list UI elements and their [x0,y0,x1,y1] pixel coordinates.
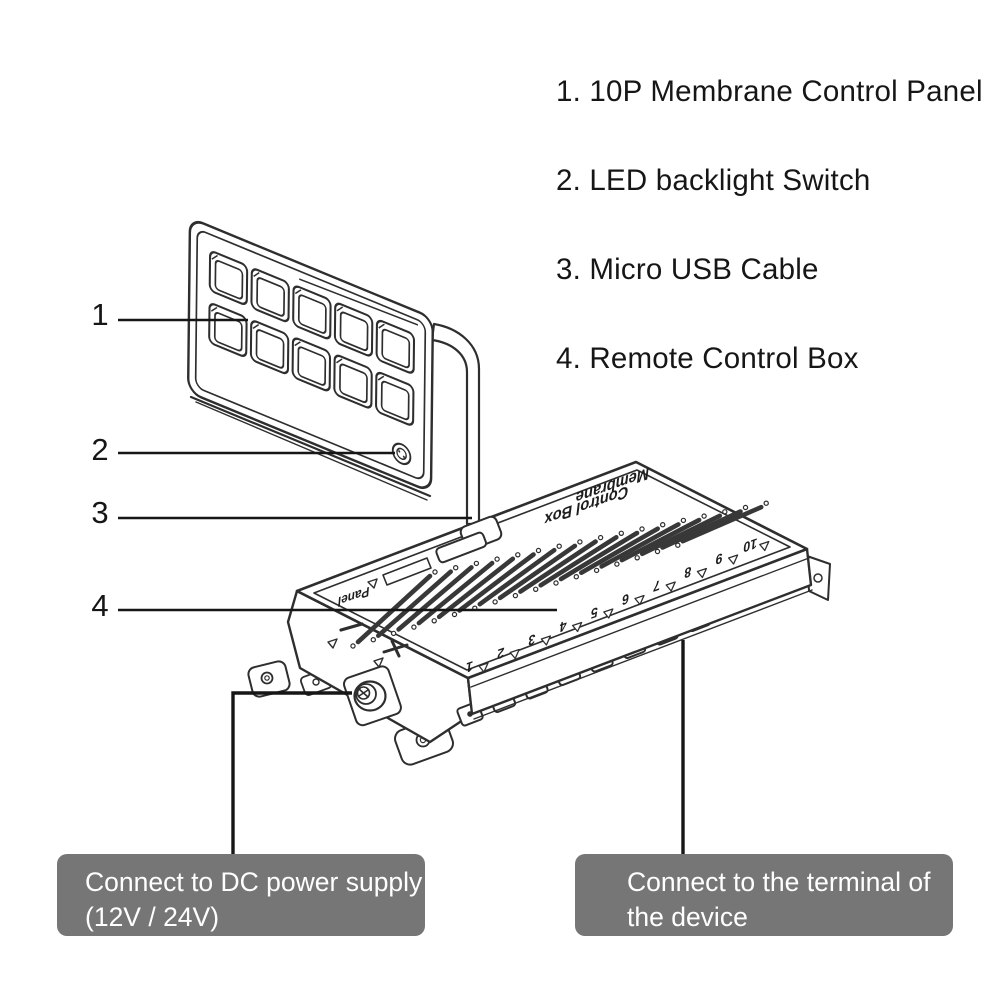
membrane-control-panel [187,220,434,501]
terminal-number: 8 [683,563,692,581]
terminal-arrow-icon [634,594,645,606]
terminal-arrow-icon [478,662,489,673]
terminal-note-line2: the device [627,902,748,932]
terminal-number: 2 [496,644,505,662]
led-backlight-switch [391,442,412,466]
legend-item-2: 2. LED backlight Switch [556,164,871,197]
panel-button [291,337,332,392]
terminal-arrow-icon [727,554,739,565]
panel-buttons [208,251,416,426]
terminal-number: 3 [527,631,536,649]
power-note-box: Connect to DC power supply (12V / 24V) [57,854,425,936]
power-note-line2: (12V / 24V) [85,902,220,932]
terminal-arrow-icon [571,621,583,633]
callout-marker-1: 1 [91,297,109,332]
back-notch [382,557,432,586]
panel-button [333,354,373,409]
power-note-line1: Connect to DC power supply [85,867,423,897]
terminal-number: 10 [742,535,758,555]
panel-button [333,302,374,357]
legend-item-3: 3. Micro USB Cable [556,253,819,286]
legend-item-4: 4. Remote Control Box [556,342,859,375]
panel-port-arrow-icon [367,578,378,589]
terminal-arrow-icon [759,540,770,552]
callout-marker-4: 4 [91,588,109,623]
polarity-symbols [327,622,409,668]
callout-marker-3: 3 [91,495,109,530]
terminal-number: 5 [590,604,599,622]
panel-button [375,371,415,426]
terminal-note-box: Connect to the terminal of the device [575,854,953,936]
terminal-number: 4 [559,617,568,635]
dc-power-connector [343,665,402,727]
micro-usb-cable [430,322,503,564]
terminal-arrow-icon [603,608,614,619]
terminal-arrow-icon [696,567,708,579]
terminal-number: 6 [621,590,630,608]
terminal-number: 1 [465,658,474,676]
callout-lines [118,318,685,854]
panel-button [208,303,248,357]
panel-button [250,268,290,323]
terminal-note-line1: Connect to the terminal of [627,867,931,897]
panel-button [375,319,416,374]
mounting-ear-left-top [247,660,291,698]
power-note-line [231,691,352,854]
panel-button [249,320,290,375]
terminal-arrow-icon [509,648,520,660]
panel-button [292,285,332,340]
callout-marker-2: 2 [91,432,109,467]
terminal-number: 7 [652,577,660,595]
vent-slots [350,500,769,649]
terminal-number: 9 [715,550,724,568]
box-rim [313,469,791,671]
terminal-number-labels: 1 2 3 4 5 6 7 8 9 10 [465,535,770,676]
panel-button [208,251,249,305]
usb-connector [435,515,503,564]
legend-item-1: 1. 10P Membrane Control Panel [556,75,983,108]
terminal-arrow-icon [665,581,676,592]
terminal-arrow-icon [540,635,552,646]
